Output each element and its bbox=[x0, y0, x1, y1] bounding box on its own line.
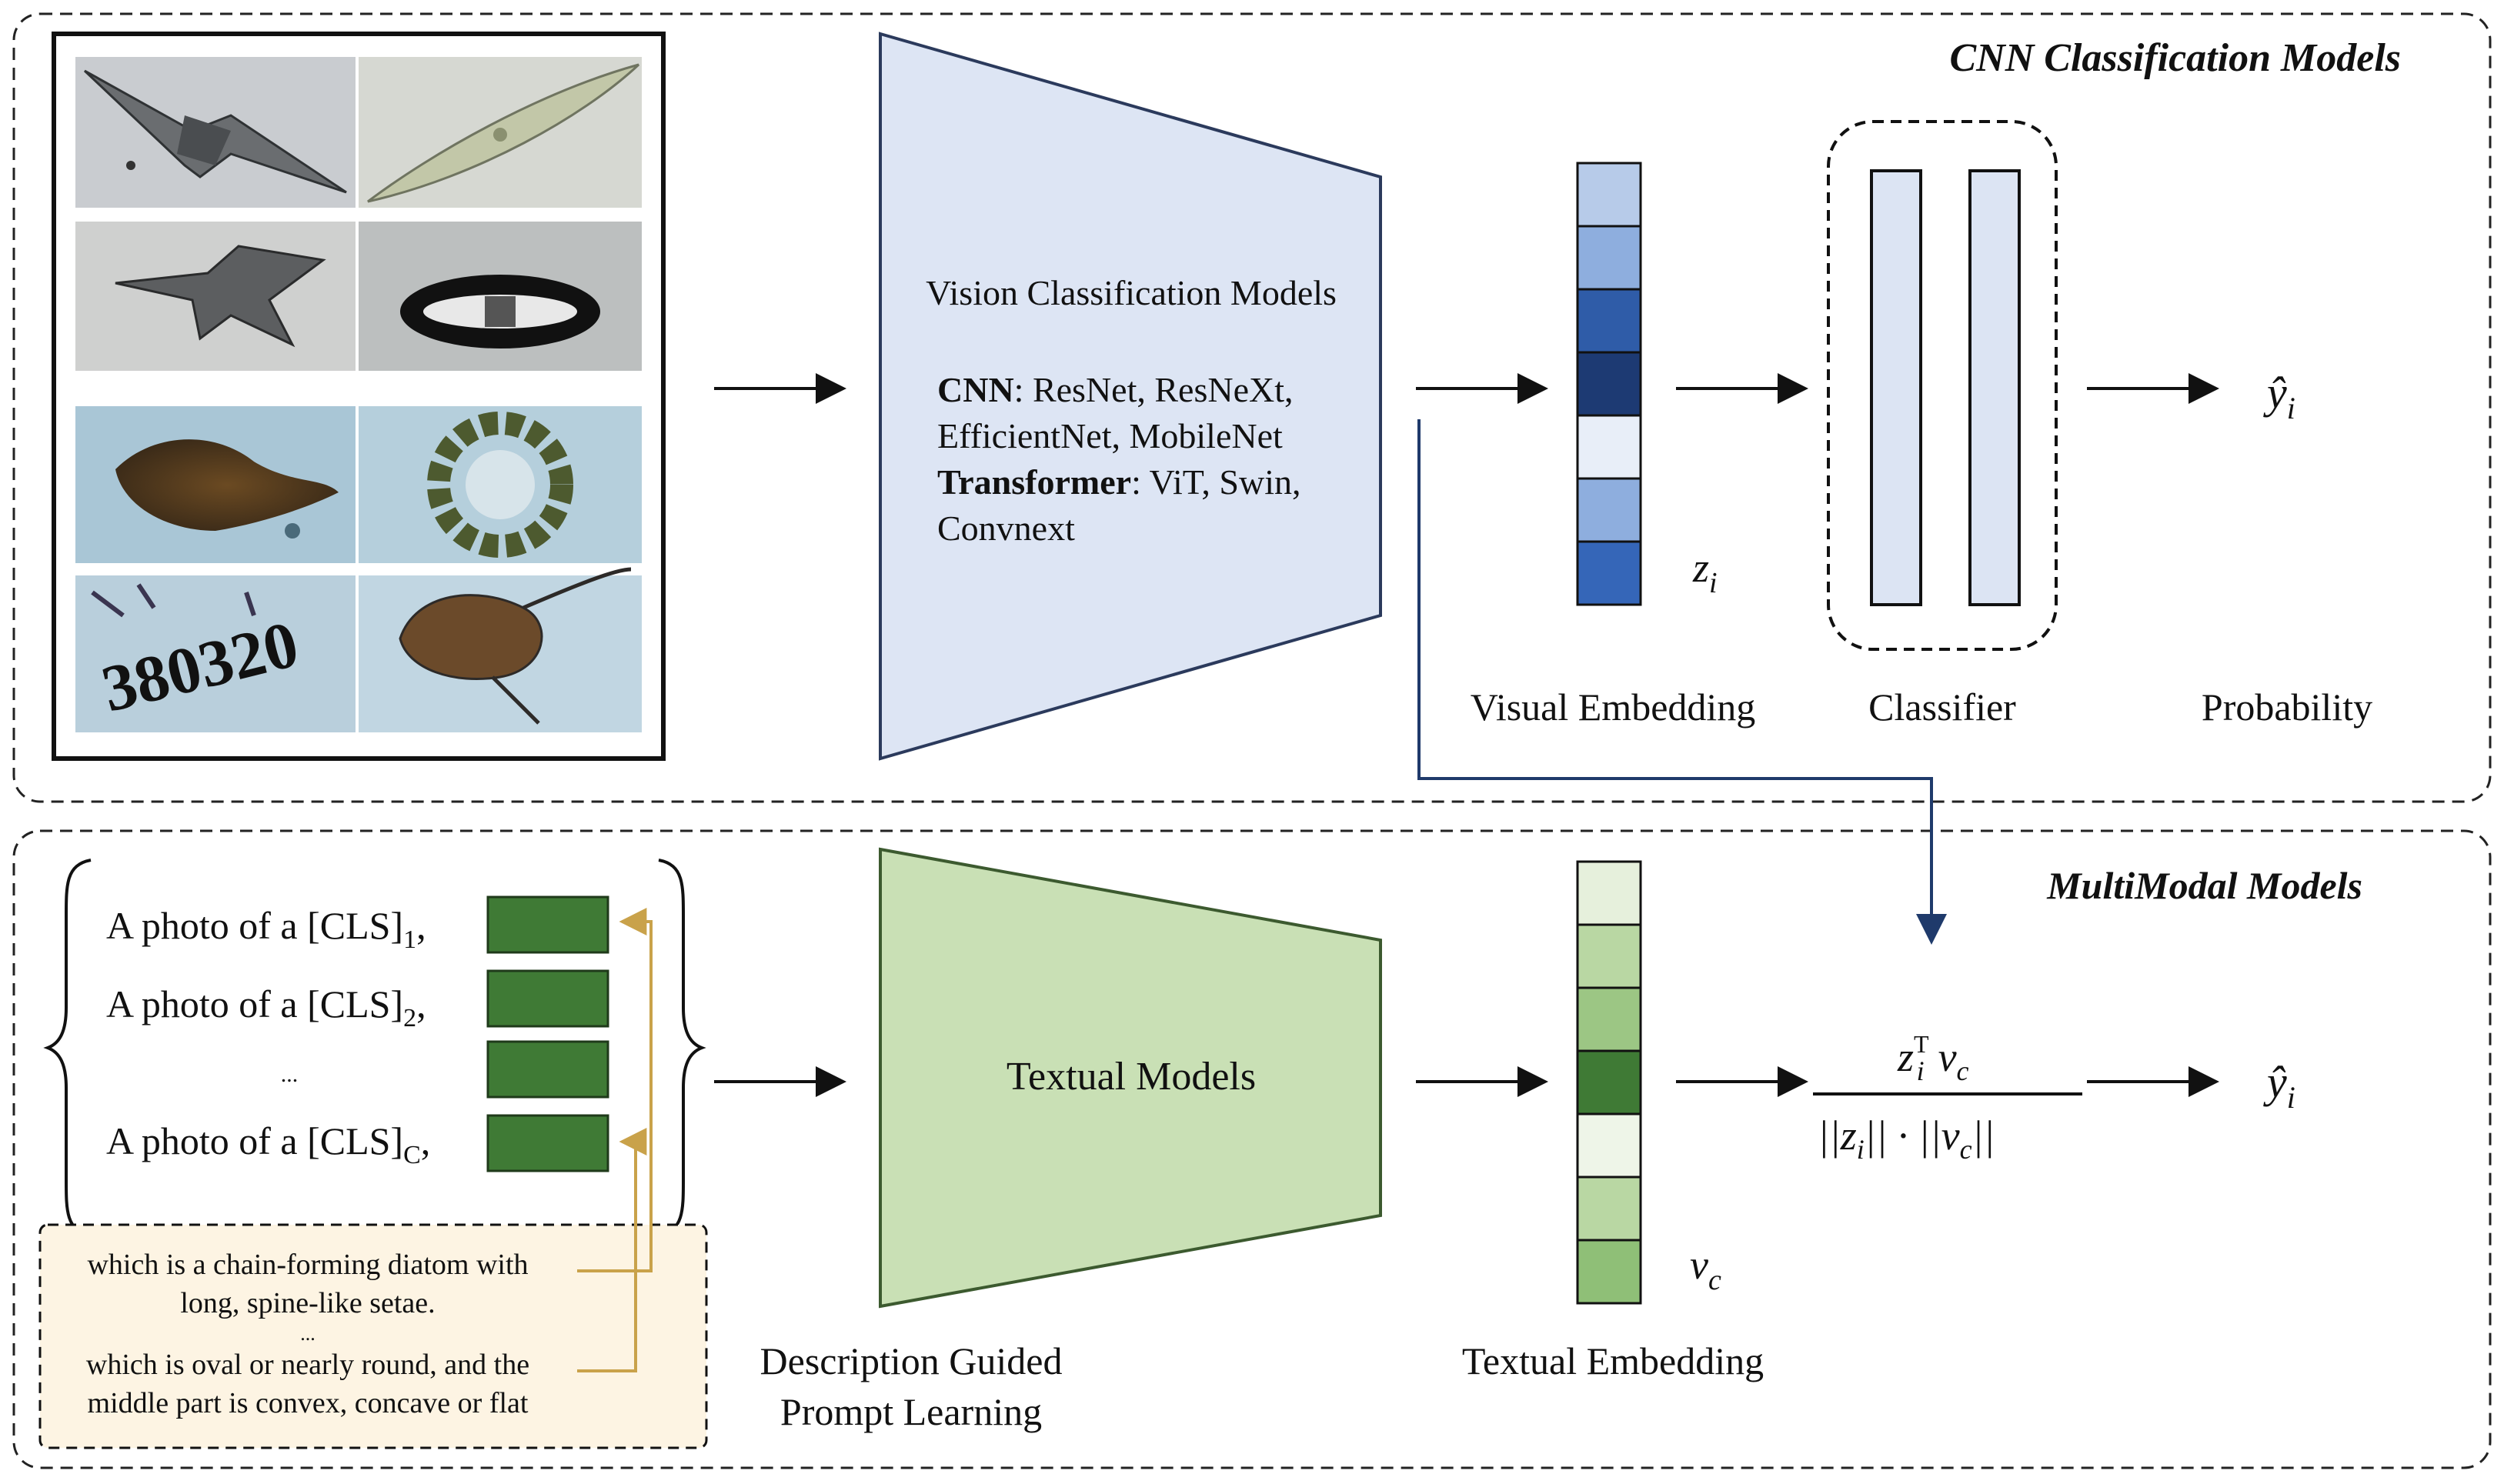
classifier-label: Classifier bbox=[1868, 685, 2016, 729]
connector-vision-to-similarity bbox=[1417, 419, 1947, 945]
vision-model-transformer-line-2: Convnext bbox=[937, 509, 1075, 548]
prompt-item: A photo of a [CLS]C, bbox=[106, 1119, 430, 1169]
transformer-label: Transformer bbox=[937, 462, 1131, 502]
guide-arrow-desc1 bbox=[577, 908, 653, 1272]
yhat-subscript: i bbox=[2287, 391, 2295, 425]
description-box bbox=[38, 1223, 708, 1449]
prompt-ellipsis: ... bbox=[281, 1062, 299, 1087]
z-symbol: z bbox=[1692, 545, 1709, 591]
textual-embedding-cell bbox=[1576, 1176, 1642, 1242]
transformer-models: : ViT, Swin, bbox=[1131, 462, 1300, 502]
yhat2-subscript: i bbox=[2287, 1080, 2295, 1115]
bottom-panel-border bbox=[12, 829, 2492, 1469]
textual-model-trapezoid bbox=[879, 847, 1382, 1309]
visual-embedding-cell bbox=[1576, 162, 1642, 228]
dinoflagellate-color-image bbox=[75, 406, 356, 563]
classifier-group-border bbox=[1827, 120, 2058, 651]
textual-embedding-cell bbox=[1576, 1239, 1642, 1305]
guide-arrow-desc2 bbox=[577, 1128, 647, 1372]
top-panel-title: CNN Classification Models bbox=[1950, 36, 2402, 80]
textual-embedding-cell bbox=[1576, 923, 1642, 989]
ceratium-color-image bbox=[359, 567, 642, 732]
learnable-token bbox=[486, 895, 609, 954]
description-text: which is a chain-forming diatom with long… bbox=[86, 1249, 529, 1419]
description-line: ... bbox=[300, 1322, 316, 1345]
textual-embedding-vector bbox=[1576, 860, 1642, 1305]
visual-embedding-cell bbox=[1576, 225, 1642, 291]
plankton-image-grid: 380320 bbox=[52, 32, 666, 761]
z-subscript: i bbox=[1709, 567, 1718, 599]
prompts-left-brace bbox=[43, 859, 92, 1237]
textual-embedding-cell bbox=[1576, 860, 1642, 926]
description-line: which is a chain-forming diatom with bbox=[87, 1249, 528, 1281]
textual-embedding-cell bbox=[1576, 1049, 1642, 1116]
prompt-list: A photo of a [CLS]1, A photo of a [CLS]2,… bbox=[106, 904, 430, 1169]
prompt-learning-label-1: Description Guided bbox=[760, 1339, 1063, 1382]
visual-embedding-cell bbox=[1576, 351, 1642, 417]
sample-label-color-image: 380320 bbox=[75, 575, 356, 732]
description-line: which is oval or nearly round, and the bbox=[86, 1349, 529, 1381]
prompt-item: A photo of a [CLS]2, bbox=[106, 982, 426, 1032]
top-panel-border bbox=[12, 12, 2492, 803]
v-subscript: c bbox=[1708, 1264, 1721, 1296]
yhat-symbol: ŷ bbox=[2263, 368, 2287, 418]
visual-embedding-vector bbox=[1576, 162, 1642, 606]
textual-model-title: Textual Models bbox=[1007, 1055, 1256, 1099]
probability-label: Probability bbox=[2202, 685, 2372, 729]
bottom-panel-title: MultiModal Models bbox=[2046, 864, 2362, 907]
textual-embedding-label: Textual Embedding bbox=[1462, 1339, 1764, 1382]
colonial-diatom-color-image bbox=[359, 406, 642, 563]
vision-model-cnn-line: CNN: ResNet, ResNeXt, bbox=[937, 370, 1294, 409]
learnable-token bbox=[486, 1114, 609, 1172]
chaetoceros-microscopy-image bbox=[75, 57, 356, 208]
formula-denominator: ||zi|| · ||vc|| bbox=[1818, 1112, 1995, 1165]
visual-embedding-cell bbox=[1576, 477, 1642, 543]
vision-model-trapezoid bbox=[879, 32, 1382, 761]
description-line: middle part is convex, concave or flat bbox=[88, 1387, 529, 1419]
textual-embedding-symbol: vc bbox=[1690, 1242, 1721, 1296]
learnable-token-list bbox=[486, 895, 609, 1172]
cnn-label: CNN bbox=[937, 370, 1014, 409]
vision-model-title: Vision Classification Models bbox=[926, 273, 1337, 312]
visual-embedding-cell bbox=[1576, 288, 1642, 354]
prompt-learning-label-2: Prompt Learning bbox=[780, 1390, 1042, 1433]
classifier-layer-1 bbox=[1870, 169, 1922, 606]
visual-embedding-label: Visual Embedding bbox=[1471, 685, 1756, 729]
bottom-output-yhat: ŷi bbox=[2263, 1057, 2295, 1115]
vision-model-transformer-line: Transformer: ViT, Swin, bbox=[937, 462, 1301, 502]
textual-embedding-cell bbox=[1576, 1112, 1642, 1179]
yhat2-symbol: ŷ bbox=[2263, 1057, 2287, 1107]
learnable-token bbox=[486, 969, 609, 1028]
visual-embedding-cell bbox=[1576, 540, 1642, 606]
visual-embedding-cell bbox=[1576, 414, 1642, 480]
navicula-microscopy-image bbox=[359, 222, 642, 371]
prompts-right-brace bbox=[658, 859, 706, 1237]
pennate-diatom-microscopy-image bbox=[359, 57, 642, 208]
ceratium-microscopy-image bbox=[75, 222, 356, 371]
description-line: long, spine-like setae. bbox=[180, 1287, 435, 1319]
learnable-token bbox=[486, 1040, 609, 1099]
vision-model-cnn-line-2: EfficientNet, MobileNet bbox=[937, 416, 1283, 455]
classifier-layer-2 bbox=[1968, 169, 2021, 606]
v-symbol: v bbox=[1690, 1242, 1708, 1288]
prompt-item: A photo of a [CLS]1, bbox=[106, 904, 426, 954]
top-output-yhat: ŷi bbox=[2263, 368, 2295, 425]
visual-embedding-symbol: zi bbox=[1692, 545, 1718, 599]
textual-embedding-cell bbox=[1576, 986, 1642, 1052]
cnn-models: : ResNet, ResNeXt, bbox=[1014, 370, 1294, 409]
